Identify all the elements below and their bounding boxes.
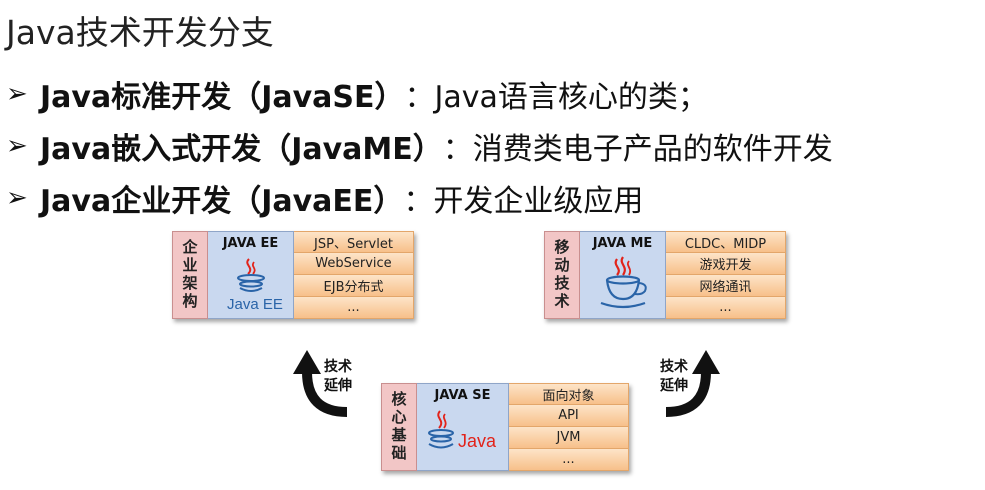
bullet-javaee: ➢ Java企业开发（JavaEE） ：开发企业级应用 [6, 172, 833, 224]
bullet-marker: ➢ [6, 79, 28, 109]
module-item: 面向对象 [509, 383, 629, 405]
module-logo-panel: JAVA EE Java EE [208, 231, 294, 319]
module-item: WebService [294, 253, 414, 275]
extension-label-right: 技术 延伸 [660, 358, 688, 396]
module-item: ... [509, 449, 629, 471]
module-item: JVM [509, 427, 629, 449]
module-javame: 移动技术 JAVA ME CLDC、MIDP 游戏开发 网络通讯 ... [544, 231, 786, 319]
bullet-javase: ➢ Java标准开发（JavaSE） ：Java语言核心的类； [6, 68, 833, 120]
module-item: 游戏开发 [666, 253, 786, 275]
logo-wordmark: Java EE [227, 296, 283, 313]
module-side-label: 企业架构 [172, 231, 208, 319]
label-line: 延伸 [660, 378, 688, 394]
bullet-marker: ➢ [6, 183, 28, 213]
module-logo-panel: JAVA SE Java [417, 383, 509, 471]
java-ee-logo-icon: Java EE [227, 258, 283, 313]
module-item: ... [294, 297, 414, 319]
module-side-label: 核心基础 [381, 383, 417, 471]
bullet-marker: ➢ [6, 131, 28, 161]
bullet-description: ：Java语言核心的类； [404, 80, 708, 115]
label-line: 技术 [660, 359, 688, 375]
bullet-description: ：消费类电子产品的软件开发 [442, 132, 833, 167]
module-side-text: 企业架构 [180, 239, 199, 311]
extension-arrow-right-icon [665, 350, 720, 417]
bullet-description: ：开发企业级应用 [403, 184, 644, 219]
module-javaee: 企业架构 JAVA EE Java EE JSP、Servlet WebServ… [172, 231, 414, 319]
extension-arrow-left-icon [293, 350, 348, 417]
module-items: JSP、Servlet WebService EJB分布式 ... [294, 231, 414, 319]
bullet-term: Java企业开发（JavaEE） [40, 184, 404, 219]
module-item: EJB分布式 [294, 275, 414, 297]
module-side-text: 移动技术 [552, 239, 571, 311]
module-logo-panel: JAVA ME [580, 231, 666, 319]
bullet-term: Java标准开发（JavaSE） [40, 80, 405, 115]
extension-label-left: 技术 延伸 [324, 358, 352, 396]
java-cup-icon [600, 256, 647, 309]
module-header: JAVA EE [222, 236, 279, 251]
module-items: CLDC、MIDP 游戏开发 网络通讯 ... [666, 231, 786, 319]
module-header: JAVA ME [592, 236, 653, 251]
label-line: 延伸 [324, 378, 352, 394]
module-item: API [509, 405, 629, 427]
module-header: JAVA SE [434, 388, 491, 403]
slide-title: Java技术开发分支 [6, 13, 274, 52]
bullet-javame: ➢ Java嵌入式开发（JavaME） ：消费类电子产品的软件开发 [6, 120, 833, 172]
module-item: ... [666, 297, 786, 319]
module-side-label: 移动技术 [544, 231, 580, 319]
label-line: 技术 [324, 359, 352, 375]
module-items: 面向对象 API JVM ... [509, 383, 629, 471]
bullet-list: ➢ Java标准开发（JavaSE） ：Java语言核心的类； ➢ Java嵌入… [6, 68, 833, 224]
module-item: JSP、Servlet [294, 231, 414, 253]
java-logo-icon: Java [427, 410, 497, 451]
logo-wordmark: Java [458, 431, 497, 451]
module-item: 网络通讯 [666, 275, 786, 297]
module-item: CLDC、MIDP [666, 231, 786, 253]
module-javase: 核心基础 JAVA SE Java 面向对象 API JVM ... [381, 383, 629, 471]
bullet-term: Java嵌入式开发（JavaME） [40, 132, 443, 167]
module-side-text: 核心基础 [389, 391, 408, 463]
